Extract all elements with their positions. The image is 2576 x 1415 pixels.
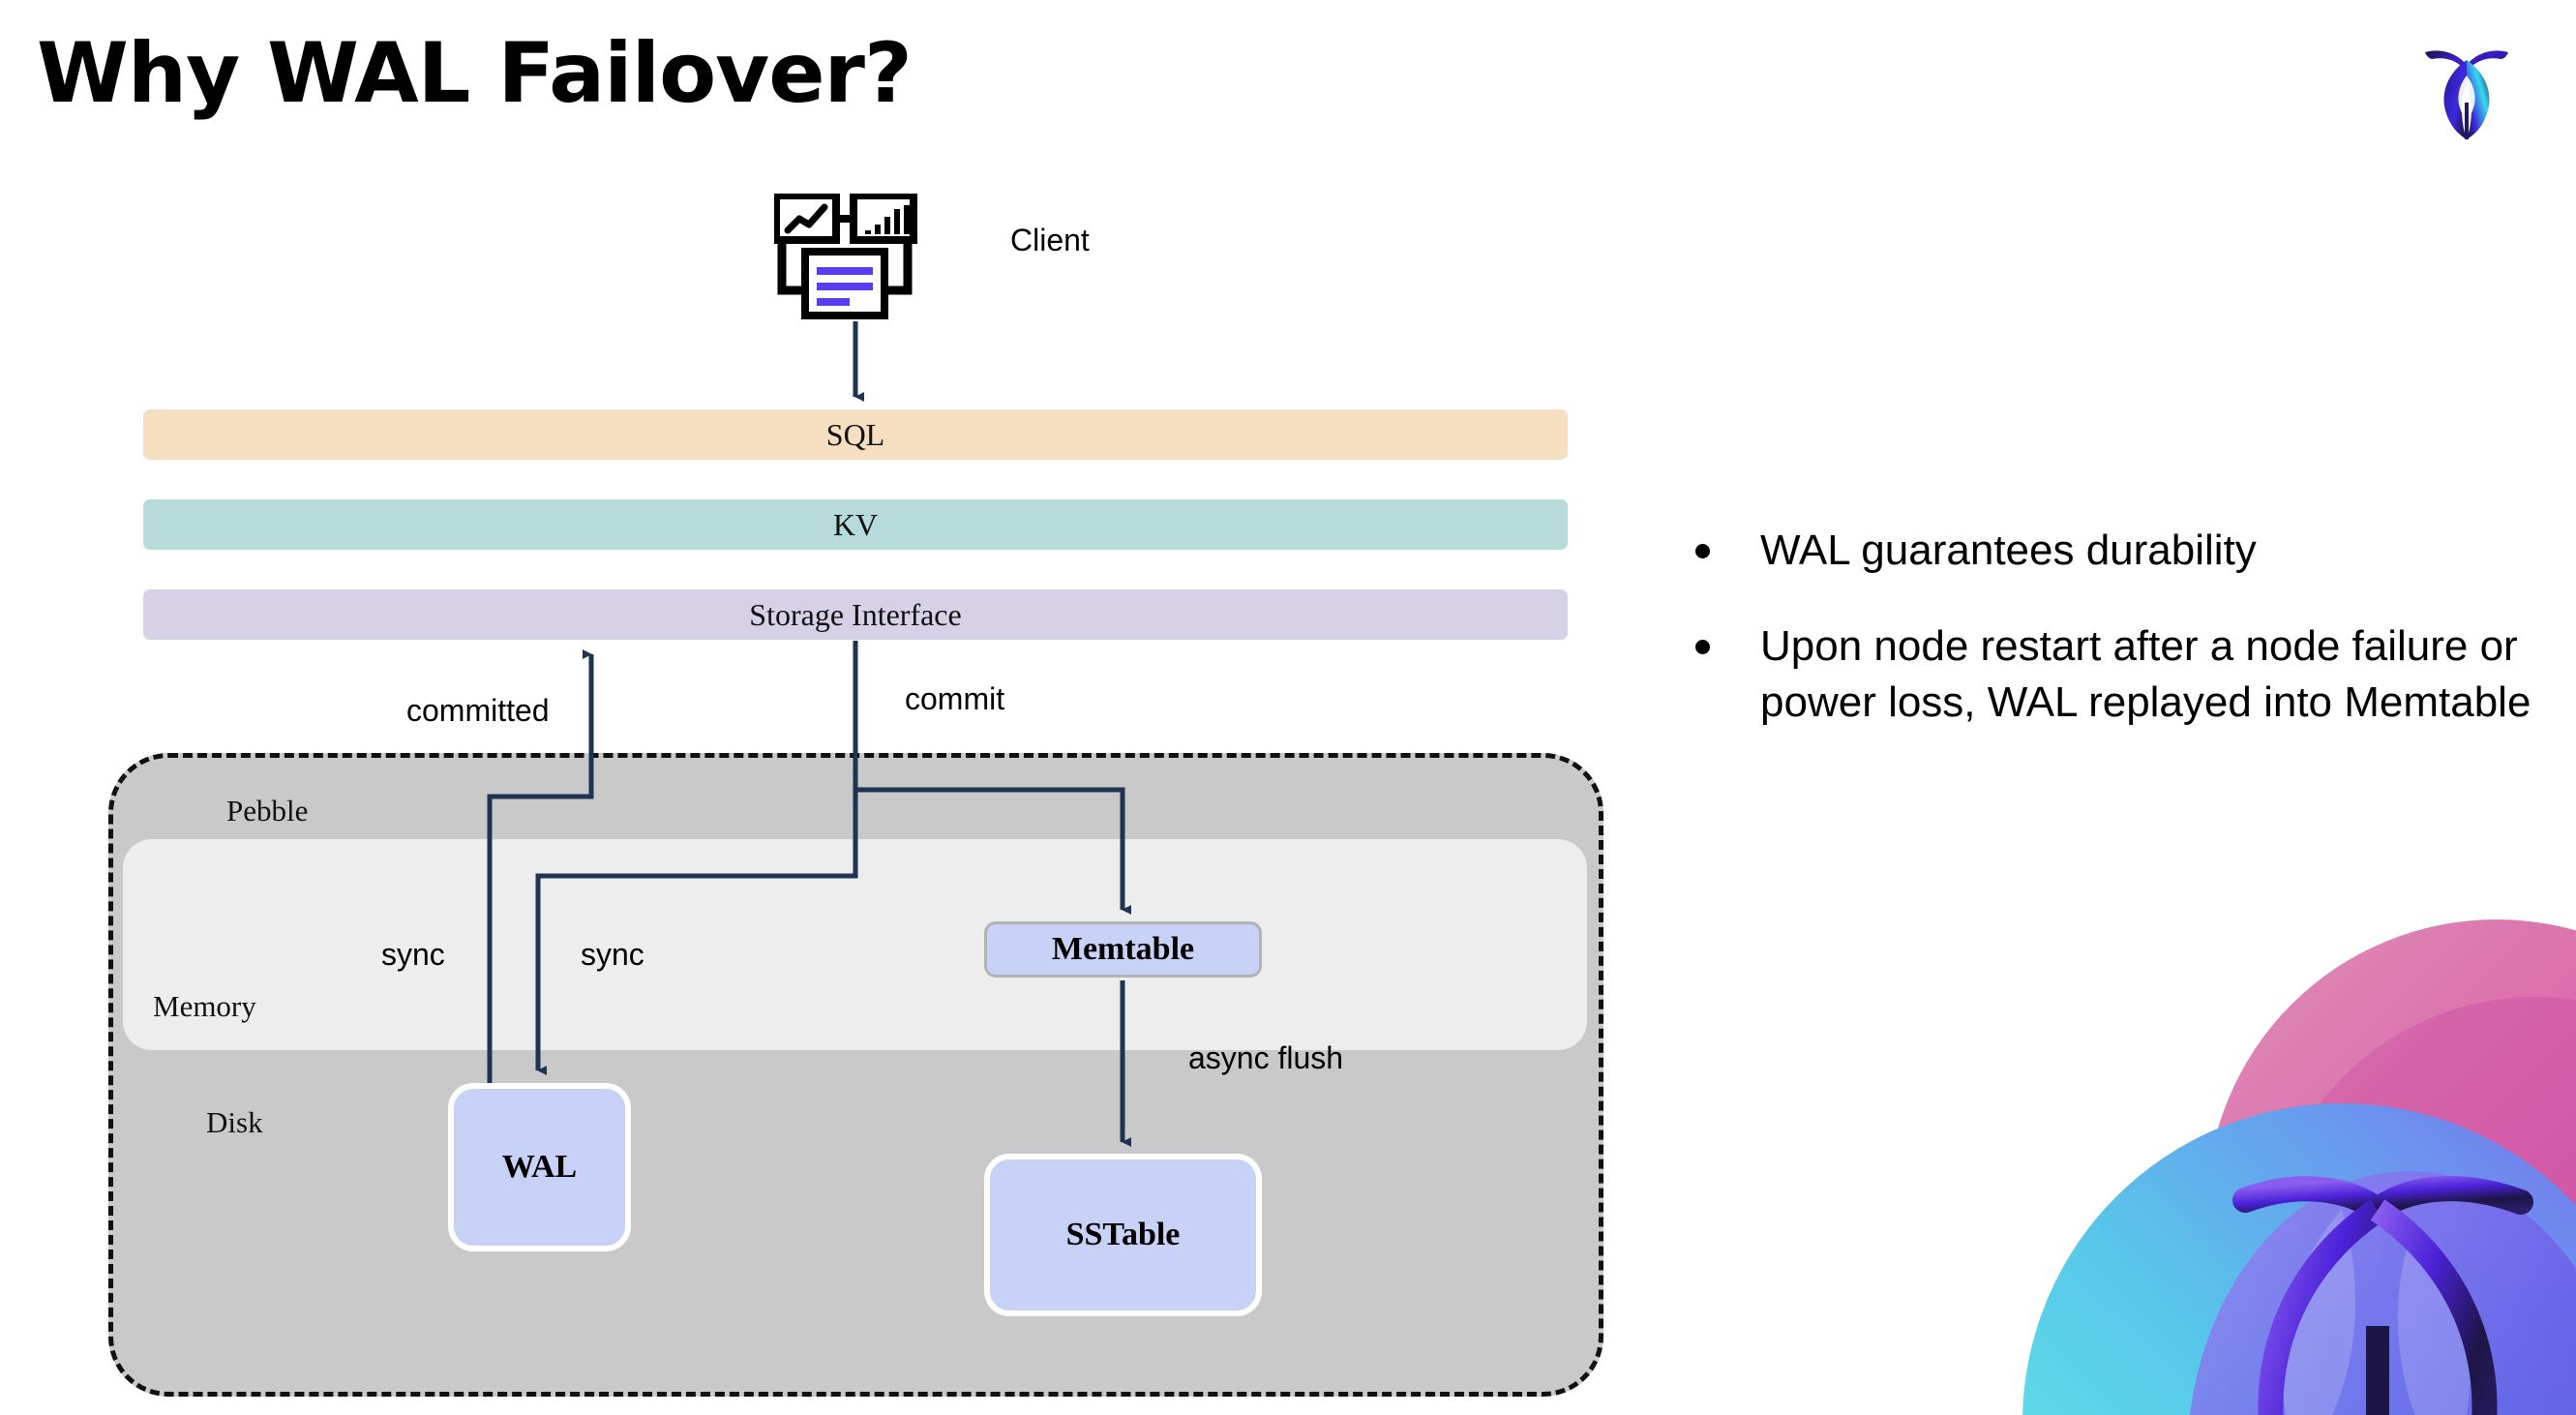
- zone-label-disk: Disk: [206, 1105, 263, 1139]
- cockroachdb-logo-icon: [2413, 31, 2520, 142]
- node-sstable: SSTable: [984, 1154, 1262, 1316]
- layer-bar-kv: KV: [143, 499, 1568, 550]
- bullet-text: Upon node restart after a node failure o…: [1760, 621, 2531, 727]
- node-memtable: Memtable: [984, 921, 1262, 978]
- page-title: Why WAL Failover?: [37, 25, 913, 122]
- pebble-container: [108, 753, 1603, 1397]
- zone-label-pebble: Pebble: [226, 794, 309, 828]
- edge-label-async-flush: async flush: [1188, 1040, 1344, 1075]
- bullet-dot-icon: [1695, 639, 1710, 654]
- node-wal: WAL: [448, 1083, 631, 1251]
- architecture-diagram: Client SQL KV Storage Interface Pebble M…: [108, 192, 1603, 1397]
- bullet-text: WAL guarantees durability: [1760, 527, 2257, 574]
- layer-bar-storage-interface: Storage Interface: [143, 589, 1568, 640]
- list-item: WAL guarantees durability: [1695, 523, 2537, 580]
- decorative-logo-artwork: [1955, 919, 2576, 1415]
- edge-label-sync-2: sync: [581, 937, 644, 972]
- client-label: Client: [1010, 223, 1090, 257]
- bullet-list: WAL guarantees durability Upon node rest…: [1695, 523, 2537, 770]
- client-dashboard-icon: [772, 192, 939, 329]
- memory-region: [123, 839, 1587, 1050]
- layer-bar-sql: SQL: [143, 409, 1568, 460]
- edge-label-commit: commit: [905, 681, 1005, 716]
- edge-label-committed: committed: [406, 693, 550, 728]
- bullet-dot-icon: [1695, 544, 1710, 558]
- list-item: Upon node restart after a node failure o…: [1695, 618, 2537, 732]
- edge-label-sync-1: sync: [381, 937, 445, 972]
- zone-label-memory: Memory: [153, 989, 256, 1023]
